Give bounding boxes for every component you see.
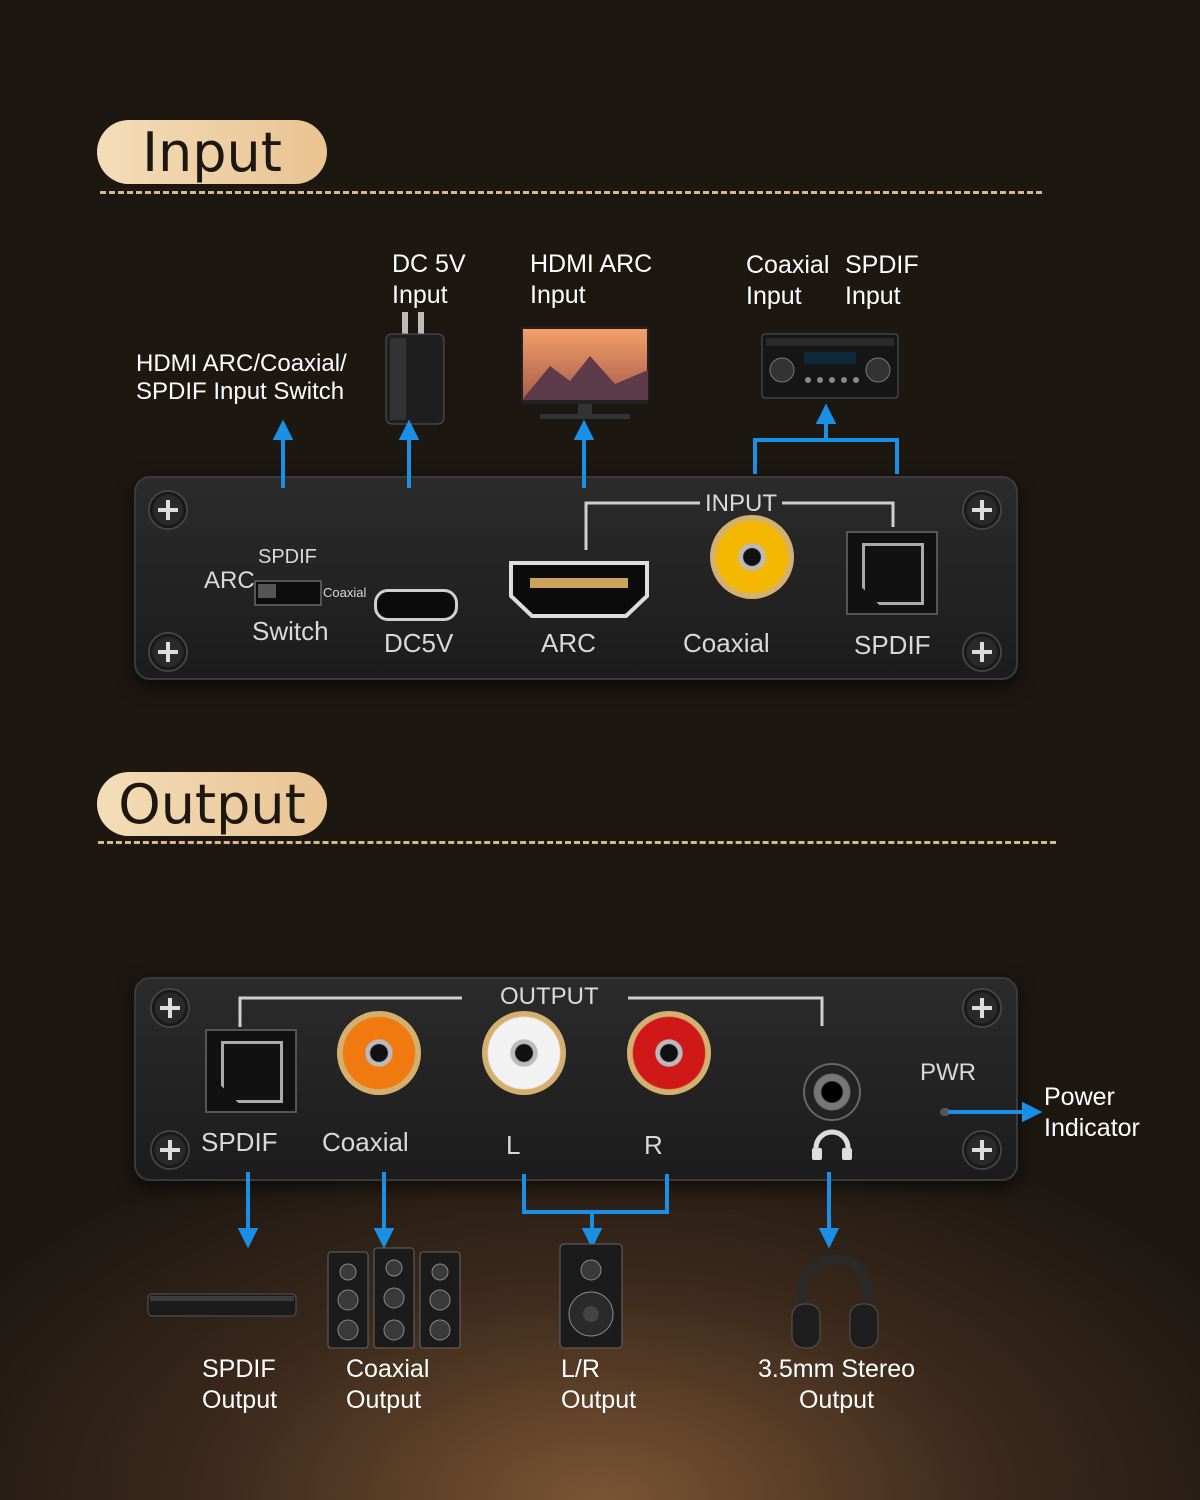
dc5v-label: DC5V (384, 628, 454, 658)
headphones-icon (791, 1254, 879, 1349)
av-receiver-icon (761, 333, 899, 399)
screw (962, 1130, 1002, 1170)
output-group-label: OUTPUT (500, 983, 599, 1010)
hdmi-port[interactable] (508, 560, 650, 620)
switch-label: Switch (252, 616, 329, 646)
spdif-output-label: SPDIF (201, 1127, 278, 1157)
right-audio-jack[interactable] (627, 1011, 711, 1095)
output-title-pill: Output (97, 772, 327, 836)
output-divider (98, 841, 1056, 844)
right-label: R (644, 1130, 663, 1160)
callout-spdif-out: SPDIF Output (202, 1355, 278, 1414)
spdif-input-label: SPDIF (854, 630, 931, 660)
coaxial-output-label: Coaxial (322, 1127, 409, 1157)
screw (962, 490, 1002, 530)
coaxial-input-jack[interactable] (710, 515, 794, 599)
speakers-icon (327, 1247, 461, 1349)
output-panel (134, 977, 1018, 1181)
callout-dc: DC 5V Input (392, 250, 466, 309)
input-selector-switch[interactable] (254, 580, 322, 606)
callout-coaxial-out: Coaxial Output (346, 1355, 430, 1414)
soundbar-icon (147, 1293, 297, 1317)
left-label: L (506, 1130, 521, 1160)
switch-knob (258, 584, 276, 598)
arc-label: ARC (541, 628, 596, 658)
headphone-jack-icon (812, 1129, 852, 1160)
screw (148, 490, 188, 530)
switch-spdif-label: SPDIF (258, 546, 317, 568)
switch-arc-label: ARC (204, 567, 255, 594)
callout-switch: HDMI ARC/Coaxial/ SPDIF Input Switch (136, 350, 347, 405)
coaxial-output-jack[interactable] (337, 1011, 421, 1095)
pwr-label: PWR (920, 1059, 976, 1086)
coaxial-input-label: Coaxial (683, 628, 770, 658)
headphone-jack-port[interactable] (803, 1063, 861, 1121)
callout-hdmi: HDMI ARC Input (530, 250, 653, 309)
spdif-output-port[interactable] (205, 1029, 297, 1113)
switch-coaxial-label: Coaxial (323, 585, 367, 600)
left-audio-jack[interactable] (482, 1011, 566, 1095)
screw (148, 632, 188, 672)
screw (150, 988, 190, 1028)
input-title: Input (142, 120, 282, 184)
callout-coaxial-in: Coaxial Input (746, 251, 830, 310)
screw (962, 632, 1002, 672)
callout-power: Power Indicator (1044, 1083, 1140, 1142)
input-connectors-overlay (272, 403, 899, 550)
power-led (940, 1108, 950, 1116)
screw (150, 1130, 190, 1170)
callout-spdif-in: SPDIF Input (845, 251, 919, 310)
screw (962, 988, 1002, 1028)
toslink-shutter (221, 1041, 283, 1103)
power-adapter-icon (385, 312, 445, 425)
callout-lr-out: L/R Output (561, 1355, 637, 1414)
output-title: Output (118, 772, 306, 836)
callout-headphone-out: 3.5mm Stereo Output (758, 1355, 916, 1414)
input-divider (100, 191, 1042, 194)
spdif-input-port[interactable] (846, 531, 938, 615)
input-group-label: INPUT (705, 490, 777, 517)
dc5v-port[interactable] (374, 589, 458, 621)
speaker-icon (559, 1243, 623, 1349)
input-title-pill: Input (97, 120, 327, 184)
toslink-shutter (862, 543, 924, 605)
monitor-icon (521, 327, 649, 419)
